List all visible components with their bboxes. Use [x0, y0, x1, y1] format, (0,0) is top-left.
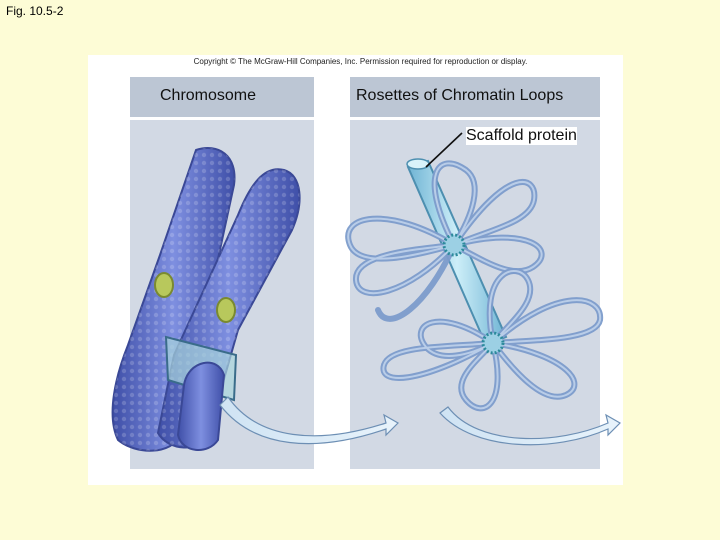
illustration — [111, 132, 621, 452]
callout-leader-line — [425, 132, 463, 168]
rosette-graphic — [345, 158, 604, 412]
figure-frame: Copyright © The McGraw-Hill Companies, I… — [88, 55, 623, 485]
copyright-notice: Copyright © The McGraw-Hill Companies, I… — [193, 57, 528, 66]
zoom-arrow-left — [219, 396, 399, 445]
chromosome-graphic — [111, 147, 301, 452]
figure-label: Fig. 10.5-2 — [6, 4, 64, 18]
chromosome-panel-title: Chromosome — [160, 87, 257, 104]
rosette-panel-header: Rosettes of Chromatin Loops — [350, 77, 600, 120]
zoom-arrow-right — [439, 406, 621, 446]
scaffold-protein-label: Scaffold protein — [466, 127, 577, 145]
rosette-panel-title: Rosettes of Chromatin Loops — [356, 87, 564, 104]
chromosome-panel-header: Chromosome — [130, 77, 314, 120]
